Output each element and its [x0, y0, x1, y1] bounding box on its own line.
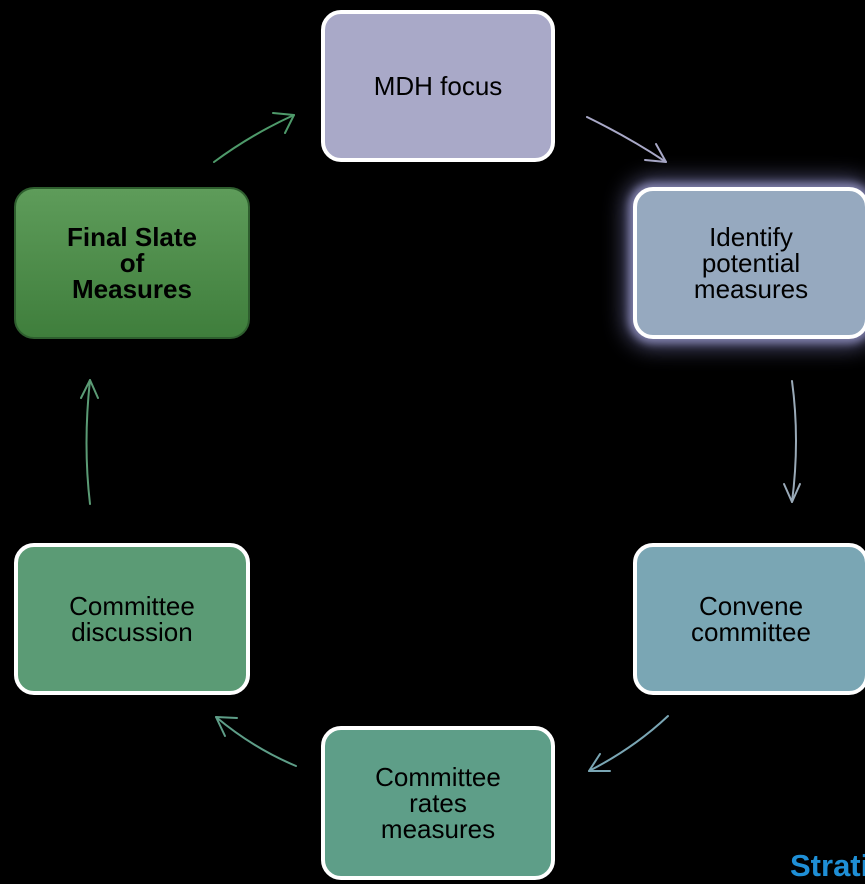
node-committee-discussion: Committee discussion — [14, 543, 250, 695]
node-committee-rates-measures: Committee rates measures — [321, 726, 555, 880]
arrow-final-to-mdh — [213, 112, 295, 163]
node-rates-label: Committee rates measures — [375, 762, 501, 844]
node-convene-committee: Convene committee — [633, 543, 865, 695]
node-identify-label: Identify potential measures — [693, 222, 809, 304]
arrow-mdh-to-identify — [586, 116, 667, 163]
node-final-label: Final Slate of Measures — [66, 222, 198, 304]
arrow-discussion-to-final — [80, 379, 99, 505]
arrow-convene-to-rates — [588, 715, 669, 772]
arrow-identify-to-convene — [783, 380, 801, 503]
stratis-logo-text: Stratis — [790, 848, 865, 883]
node-convene-label: Convene committee — [691, 591, 811, 647]
node-mdh-focus: MDH focus — [321, 10, 555, 162]
arrow-rates-to-discussion — [215, 716, 297, 767]
node-identify-potential-measures: Identify potential measures — [633, 187, 865, 339]
node-final-slate-of-measures: Final Slate of Measures — [14, 187, 250, 339]
node-discussion-label: Committee discussion — [69, 591, 195, 647]
node-mdh-focus-label: MDH focus — [373, 71, 503, 101]
